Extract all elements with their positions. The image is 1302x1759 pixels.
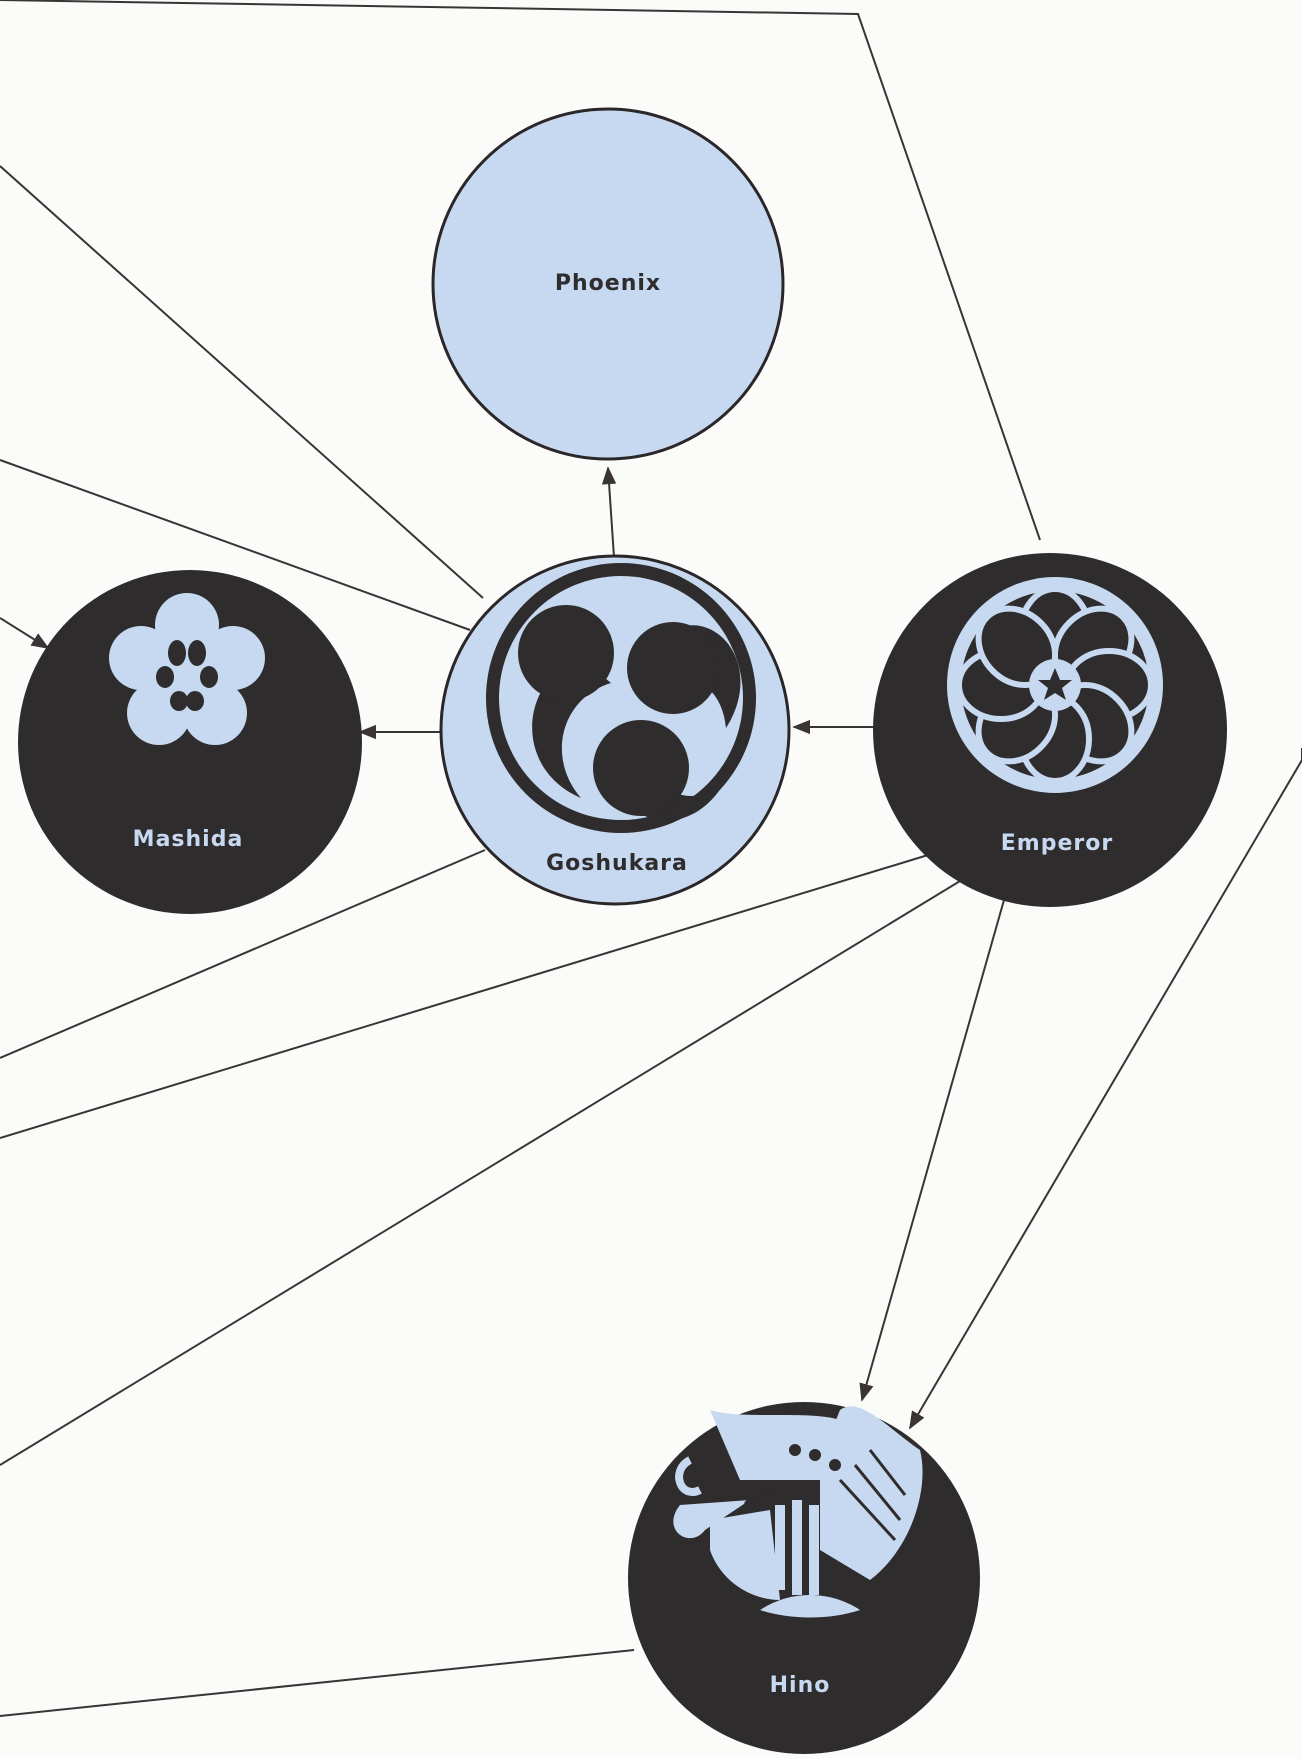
edge-left-to-mashida <box>0 617 50 649</box>
node-emperor-label: Emperor <box>1001 831 1113 856</box>
node-hino[interactable]: Hino <box>628 1402 980 1754</box>
edge-emperor-to-hino <box>859 899 1005 1402</box>
edge-hino-to-left <box>0 1649 635 1717</box>
plum-blossom-icon <box>109 593 265 745</box>
edge-left-to-goshukara-2 <box>0 459 471 631</box>
edge-right-to-hino <box>909 748 1302 1430</box>
node-emperor[interactable]: Emperor <box>873 553 1227 907</box>
node-phoenix-label: Phoenix <box>555 271 661 296</box>
chrysanthemum-icon <box>947 577 1163 793</box>
node-hino-label: Hino <box>770 1673 831 1698</box>
edge-emperor-to-left-1 <box>0 854 929 1139</box>
node-mashida[interactable]: Mashida <box>18 570 362 914</box>
edge-top-to-emperor <box>0 0 1041 541</box>
node-goshukara[interactable]: Goshukara <box>439 554 791 906</box>
edge-left-to-goshukara-1 <box>0 165 484 599</box>
node-goshukara-label: Goshukara <box>546 851 688 876</box>
edge-emperor-to-left-2 <box>0 877 966 1466</box>
edge-goshukara-to-left <box>0 849 486 1059</box>
butterfly-icon <box>673 1406 923 1618</box>
mitsu-tomoe-icon <box>486 563 756 833</box>
node-mashida-label: Mashida <box>133 827 244 852</box>
node-phoenix[interactable]: Phoenix <box>431 107 785 461</box>
